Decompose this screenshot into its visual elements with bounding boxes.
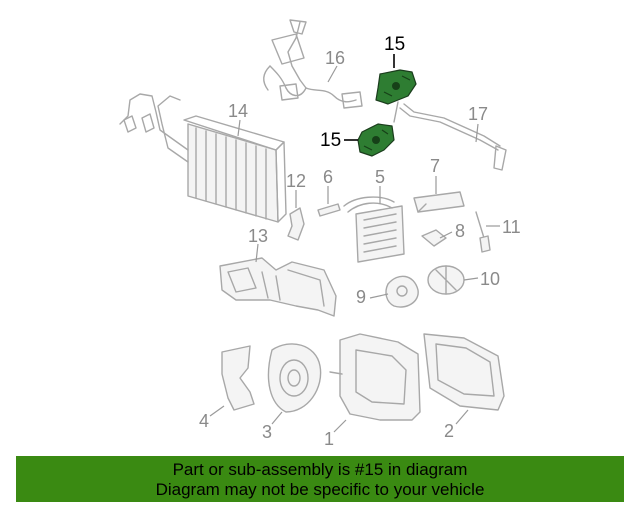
part-15-actuator-upper (375, 69, 417, 105)
callout-9: 9 (356, 287, 366, 307)
part-9-fan (385, 275, 419, 308)
part-5-evaporator (343, 196, 405, 263)
callout-5: 5 (375, 167, 385, 187)
callout-13: 13 (248, 226, 268, 246)
part-15-actuator-lower (357, 123, 395, 157)
callout-11: 11 (502, 217, 521, 237)
callout-3: 3 (262, 422, 272, 442)
callout-6: 6 (323, 167, 333, 187)
info-banner: Part or sub-assembly is #15 in diagram D… (16, 456, 624, 502)
callout-16: 16 (325, 48, 345, 68)
part-8-clip (421, 229, 447, 247)
banner-line-2: Diagram may not be specific to your vehi… (155, 480, 485, 499)
part-13-duct (219, 257, 337, 317)
part-16-harness (263, 19, 363, 109)
part-1-housing (329, 333, 421, 421)
callout-10: 10 (480, 269, 500, 289)
callout-12: 12 (286, 171, 306, 191)
part-6-element (317, 203, 341, 217)
part-2-cover (423, 333, 505, 411)
leader-lines (209, 54, 500, 433)
part-11-sensor (475, 211, 491, 253)
callout-15-upper: 15 (384, 34, 405, 55)
part-4-bracket (221, 345, 255, 411)
callout-4: 4 (199, 411, 209, 431)
callout-2: 2 (444, 421, 454, 441)
callout-15-lower: 15 (320, 130, 341, 151)
callout-1: 1 (324, 429, 334, 449)
callout-17: 17 (468, 104, 488, 124)
callout-14: 14 (228, 101, 248, 121)
part-3-housing (267, 343, 322, 413)
part-12-bracket (287, 207, 305, 241)
part-14-heater-core (119, 93, 287, 223)
callout-8: 8 (455, 221, 465, 241)
banner-line-1: Part or sub-assembly is #15 in diagram (172, 460, 468, 479)
part-10-blower-motor (427, 265, 465, 295)
callout-7: 7 (430, 156, 440, 176)
part-17-cable (393, 101, 507, 171)
part-7-cover (413, 191, 465, 213)
parts-diagram: 16 17 14 12 6 5 7 8 11 13 10 9 4 3 1 2 1… (119, 19, 521, 449)
